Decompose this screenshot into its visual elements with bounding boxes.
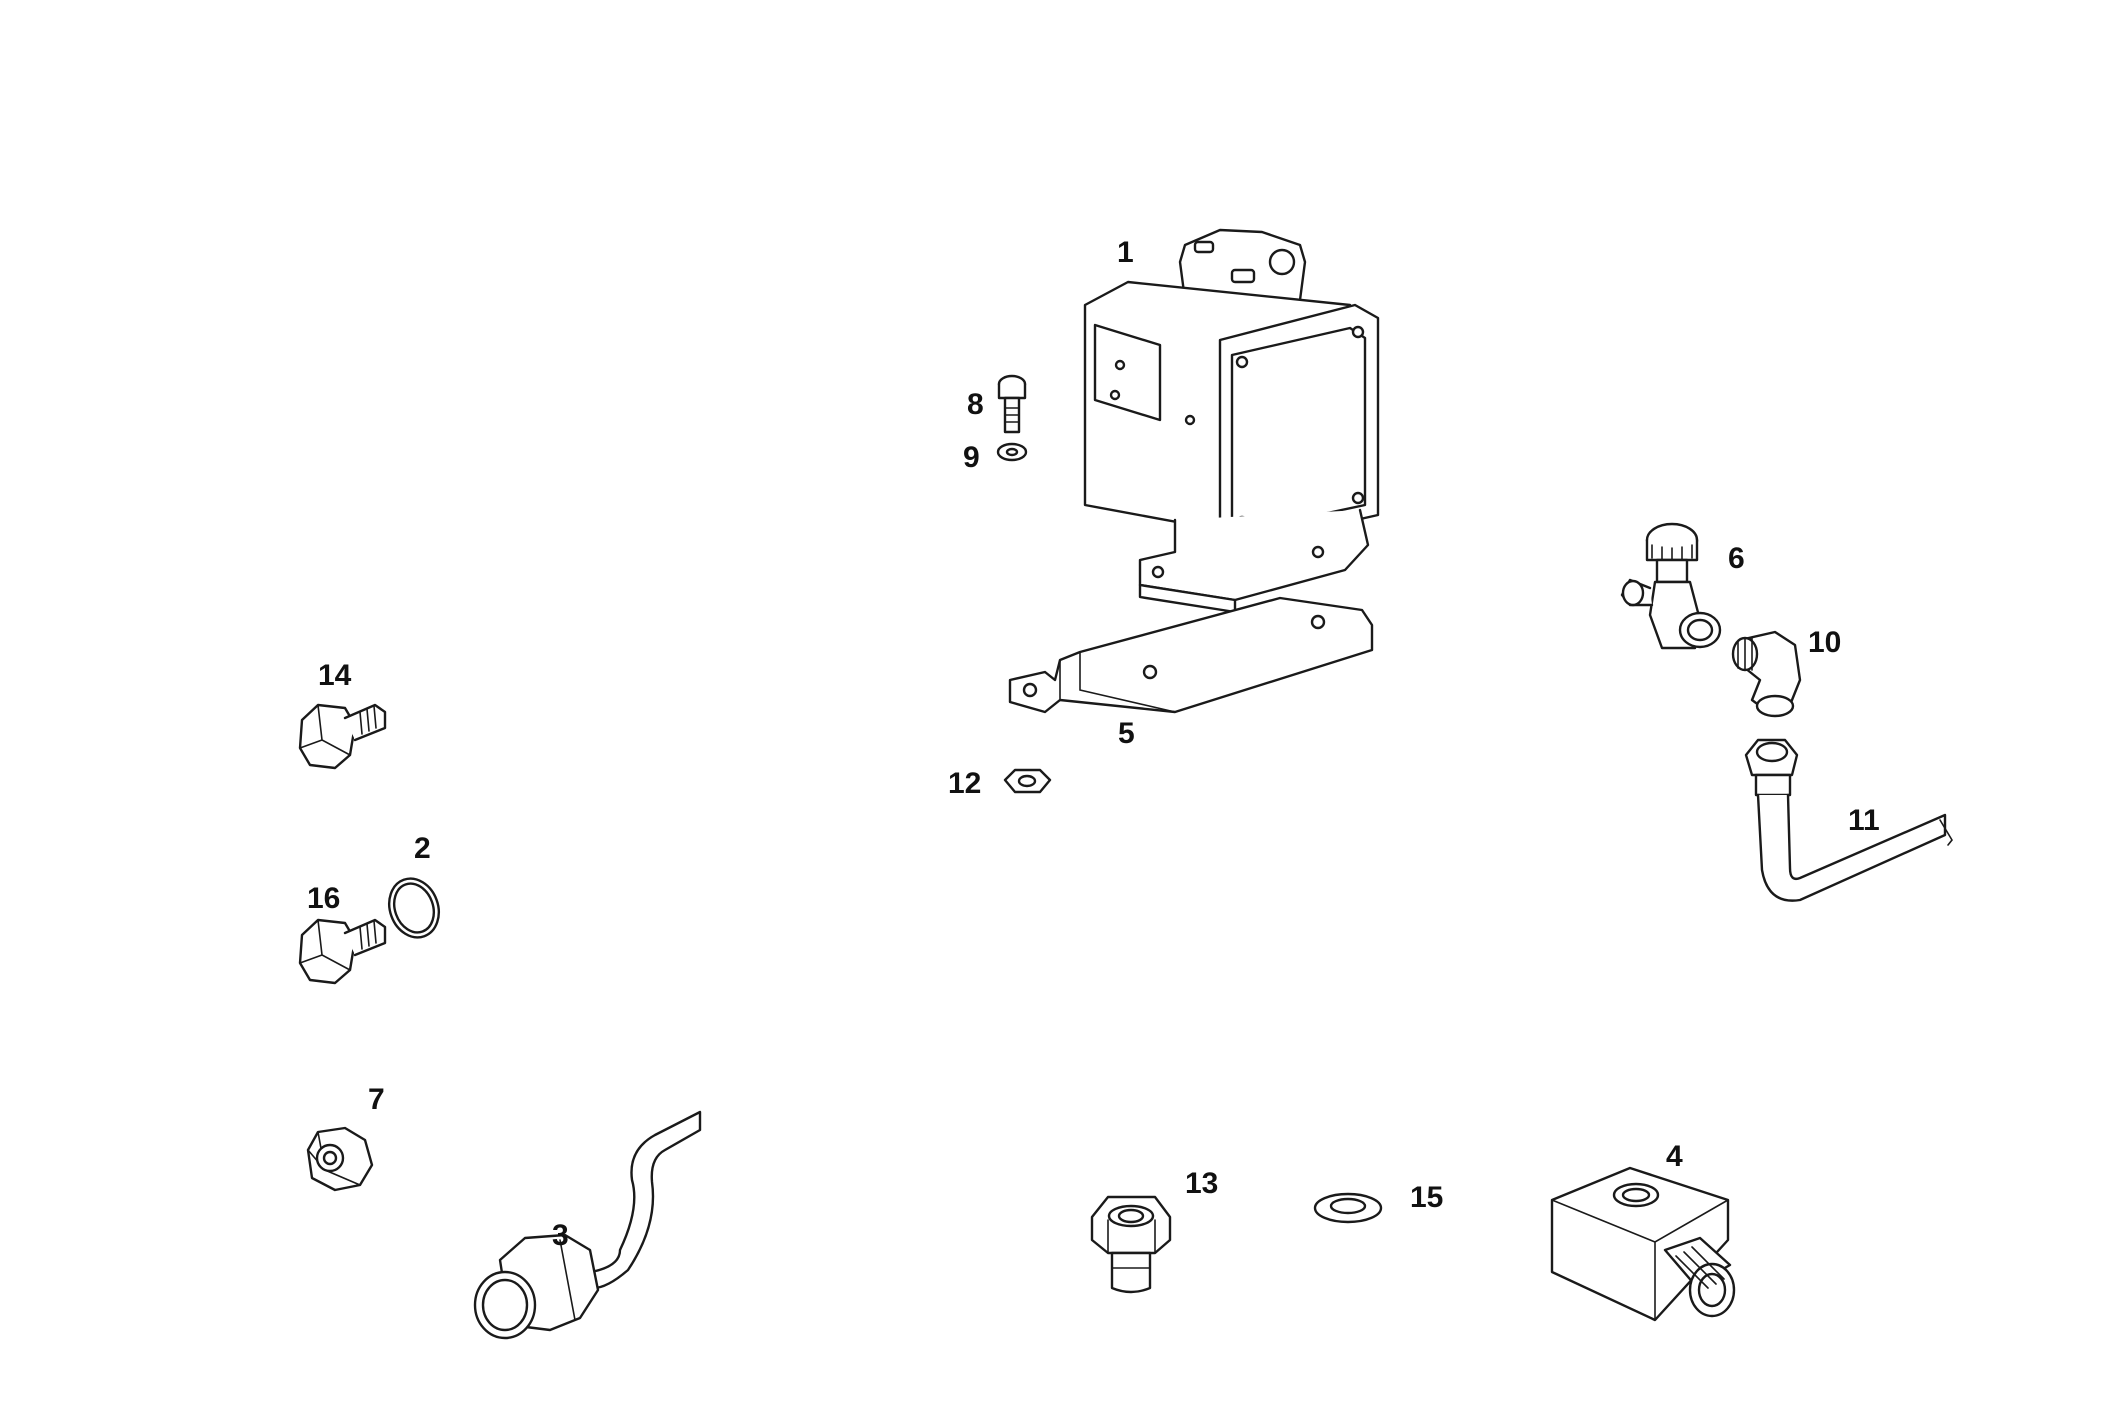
label-part-16: 16 xyxy=(307,882,340,915)
part-13-hex-fitting xyxy=(1090,1195,1172,1294)
label-part-6: 6 xyxy=(1728,542,1745,575)
label-part-15: 15 xyxy=(1410,1181,1443,1214)
label-part-12: 12 xyxy=(948,767,981,800)
label-part-10: 10 xyxy=(1808,626,1841,659)
label-part-3: 3 xyxy=(552,1219,569,1252)
label-part-14: 14 xyxy=(318,659,352,692)
part-15-sealing-washer xyxy=(1313,1192,1383,1224)
part-9-washer xyxy=(996,442,1028,462)
part-12-hex-nut xyxy=(1003,768,1052,794)
part-5-mounting-bracket xyxy=(1008,596,1374,714)
part-11-pipe xyxy=(1744,738,1953,902)
label-part-2: 2 xyxy=(414,832,431,865)
part-7-hex-plug xyxy=(306,1126,374,1192)
part-2-o-ring xyxy=(388,877,440,939)
label-part-11: 11 xyxy=(1848,804,1880,837)
part-1-switch-housing xyxy=(1083,228,1380,614)
part-16-hex-bolt xyxy=(298,918,387,985)
label-part-5: 5 xyxy=(1118,717,1135,750)
label-part-4: 4 xyxy=(1666,1140,1683,1173)
label-part-9: 9 xyxy=(963,441,980,474)
part-4-tee-block xyxy=(1550,1166,1736,1322)
label-part-8: 8 xyxy=(967,388,984,421)
label-part-13: 13 xyxy=(1185,1167,1218,1200)
label-part-1: 1 xyxy=(1117,236,1134,269)
part-8-screw xyxy=(997,374,1027,434)
part-14-hex-bolt xyxy=(298,703,387,770)
part-10-elbow-fitting xyxy=(1731,630,1802,718)
part-6-valve xyxy=(1620,522,1722,650)
label-part-7: 7 xyxy=(368,1083,385,1116)
callout-labels: 1 2 3 4 5 6 7 8 9 10 11 12 13 14 15 16 xyxy=(307,236,1880,1252)
part-3-cable-gland xyxy=(473,1110,702,1340)
